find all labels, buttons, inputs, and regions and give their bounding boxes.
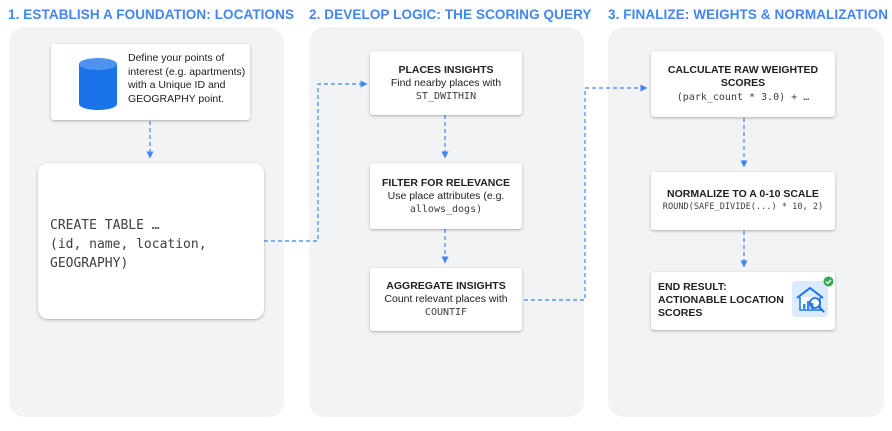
create-table-card: CREATE TABLE … (id, name, location, GEOG… xyxy=(38,163,264,319)
end-result-card: END RESULT: ACTIONABLE LOCATION SCORES xyxy=(651,272,835,330)
arrow-aggregate-to-raw xyxy=(524,84,648,301)
aggregate-insights-text: Count relevant places with xyxy=(384,293,508,305)
aggregate-insights-code: COUNTIF xyxy=(424,307,468,318)
filter-relevance-title: FILTER FOR RELEVANCE xyxy=(382,176,510,189)
database-cylinder-icon xyxy=(79,58,117,110)
filter-relevance-text: Use place attributes (e.g. xyxy=(387,189,505,202)
aggregate-insights-card: AGGREGATE INSIGHTS Count relevant places… xyxy=(370,268,522,331)
aggregate-insights-title: AGGREGATE INSIGHTS xyxy=(386,280,506,292)
places-insights-text: Find nearby places with xyxy=(390,76,502,89)
column-title-finalize: 3. FINALIZE: WEIGHTS & NORMALIZATION xyxy=(608,7,889,22)
check-badge-icon xyxy=(823,276,834,287)
end-result-title-line2: ACTIONABLE LOCATION xyxy=(658,294,784,306)
house-chart-search-icon xyxy=(792,281,828,317)
places-insights-title: PLACES INSIGHTS xyxy=(398,63,494,76)
end-result-title-line1: END RESULT: xyxy=(658,281,727,293)
filter-relevance-card: FILTER FOR RELEVANCE Use place attribute… xyxy=(370,163,522,229)
normalize-scale-code: ROUND(SAFE_DIVIDE(...) * 10, 2) xyxy=(662,202,824,212)
define-points-text: Define your points of interest (e.g. apa… xyxy=(128,52,246,105)
places-insights-code: ST_DWITHIN xyxy=(415,90,477,102)
arrow-table-to-places xyxy=(264,80,368,242)
end-result-title-line3: SCORES xyxy=(658,307,703,319)
sql-columns-line: (id, name, location, xyxy=(50,237,207,252)
normalize-scale-card: NORMALIZE TO A 0-10 SCALE ROUND(SAFE_DIV… xyxy=(651,172,835,230)
raw-weighted-title-line2: SCORES xyxy=(720,77,766,89)
sql-geography-line: GEOGRAPHY) xyxy=(50,256,129,271)
normalize-scale-title: NORMALIZE TO A 0-10 SCALE xyxy=(667,188,819,200)
column-title-scoring: 2. DEVELOP LOGIC: THE SCORING QUERY xyxy=(309,7,592,22)
places-insights-card: PLACES INSIGHTS Find nearby places with … xyxy=(370,51,522,115)
filter-relevance-code: allows_dogs) xyxy=(409,203,483,215)
sql-create-table-line: CREATE TABLE … xyxy=(50,218,160,233)
raw-weighted-scores-card: CALCULATE RAW WEIGHTED SCORES (park_coun… xyxy=(651,51,835,117)
column-title-foundation: 1. ESTABLISH A FOUNDATION: LOCATIONS xyxy=(8,7,295,22)
define-points-card: Define your points of interest (e.g. apa… xyxy=(51,44,250,120)
raw-weighted-code: (park_count * 3.0) + … xyxy=(676,92,810,103)
raw-weighted-title-line1: CALCULATE RAW WEIGHTED xyxy=(667,64,819,76)
